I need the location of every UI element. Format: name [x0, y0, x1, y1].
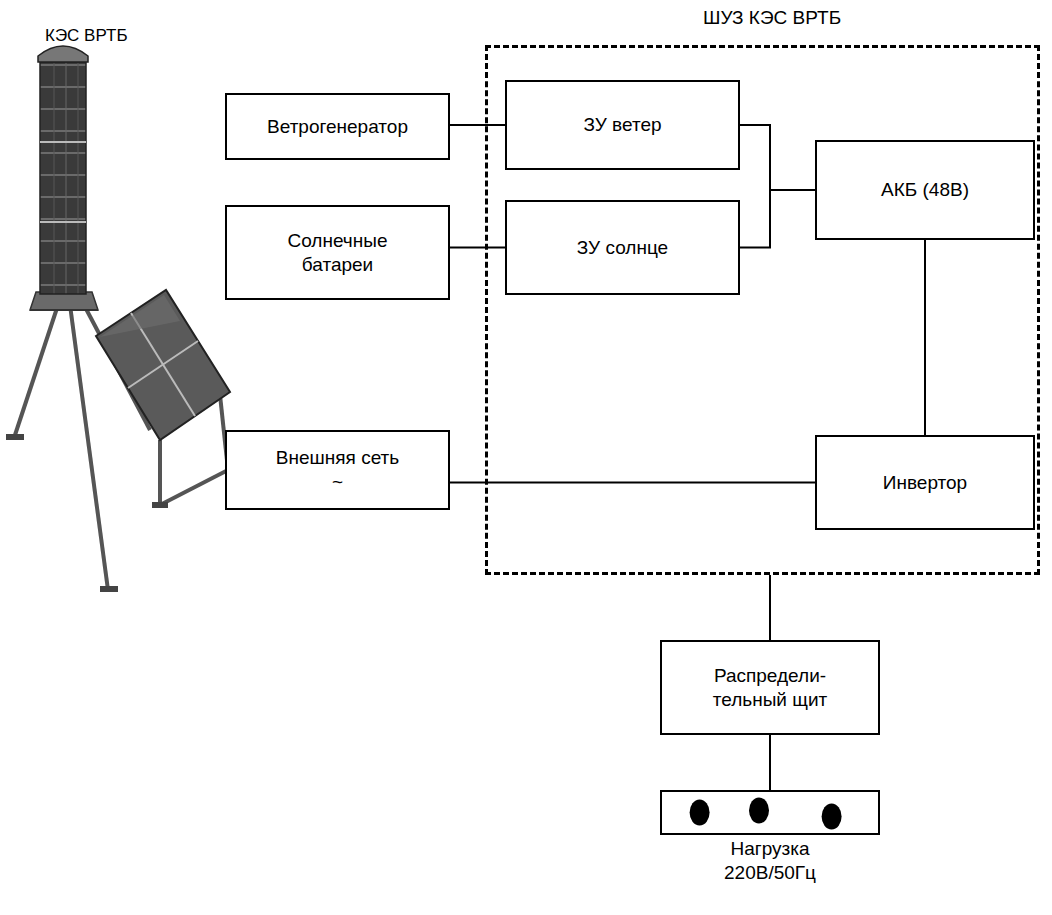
- box-label: Распредели- тельный щит: [695, 664, 845, 712]
- box-label: АКБ (48В): [881, 178, 969, 202]
- box-label: ЗУ ветер: [583, 113, 661, 137]
- wire-connector: [769, 575, 771, 640]
- wire-connector: [450, 247, 505, 249]
- wire-connector: [450, 482, 815, 484]
- box-label: Солнечные батареи: [278, 229, 398, 277]
- load-dot: [749, 798, 769, 824]
- inverter-box: Инвертор: [815, 435, 1035, 530]
- box-label: ЗУ солнце: [577, 236, 668, 260]
- box-label: Инвертор: [883, 471, 967, 495]
- wire-connector: [740, 125, 815, 190]
- battery-box: АКБ (48В): [815, 140, 1035, 240]
- load-caption-holder: Нагрузка 220В/50Гц: [662, 837, 878, 885]
- load-dot: [690, 800, 710, 826]
- control-cabinet-region: ШУЗ КЭС ВРТБЗУ ветерЗУ солнцеАКБ (48В)Ин…: [485, 45, 1040, 575]
- generator-box: Ветрогенератор: [225, 93, 450, 160]
- load-box: Нагрузка 220В/50Гц: [660, 790, 880, 835]
- region-heading: ШУЗ КЭС ВРТБ: [703, 6, 841, 30]
- station-title: КЭС ВРТБ: [45, 26, 128, 46]
- box-label: Ветрогенератор: [267, 115, 408, 139]
- wire-connector: [450, 124, 505, 126]
- charger-box: ЗУ солнце: [505, 200, 740, 295]
- charger-box: ЗУ ветер: [505, 80, 740, 170]
- load-dot: [822, 804, 842, 830]
- wire-connector: [769, 735, 771, 790]
- solar-panel-box: Солнечные батареи: [225, 205, 450, 300]
- grid-box: Внешняя сеть ~: [225, 430, 450, 510]
- wire-connector: [924, 240, 926, 435]
- distribution-board-box: Распредели- тельный щит: [660, 640, 880, 735]
- box-label: Внешняя сеть ~: [271, 446, 405, 494]
- load-symbols: [662, 792, 878, 833]
- wire-connector: [740, 190, 815, 248]
- station-drawing: [6, 46, 230, 592]
- load-caption: Нагрузка 220В/50Гц: [714, 837, 826, 885]
